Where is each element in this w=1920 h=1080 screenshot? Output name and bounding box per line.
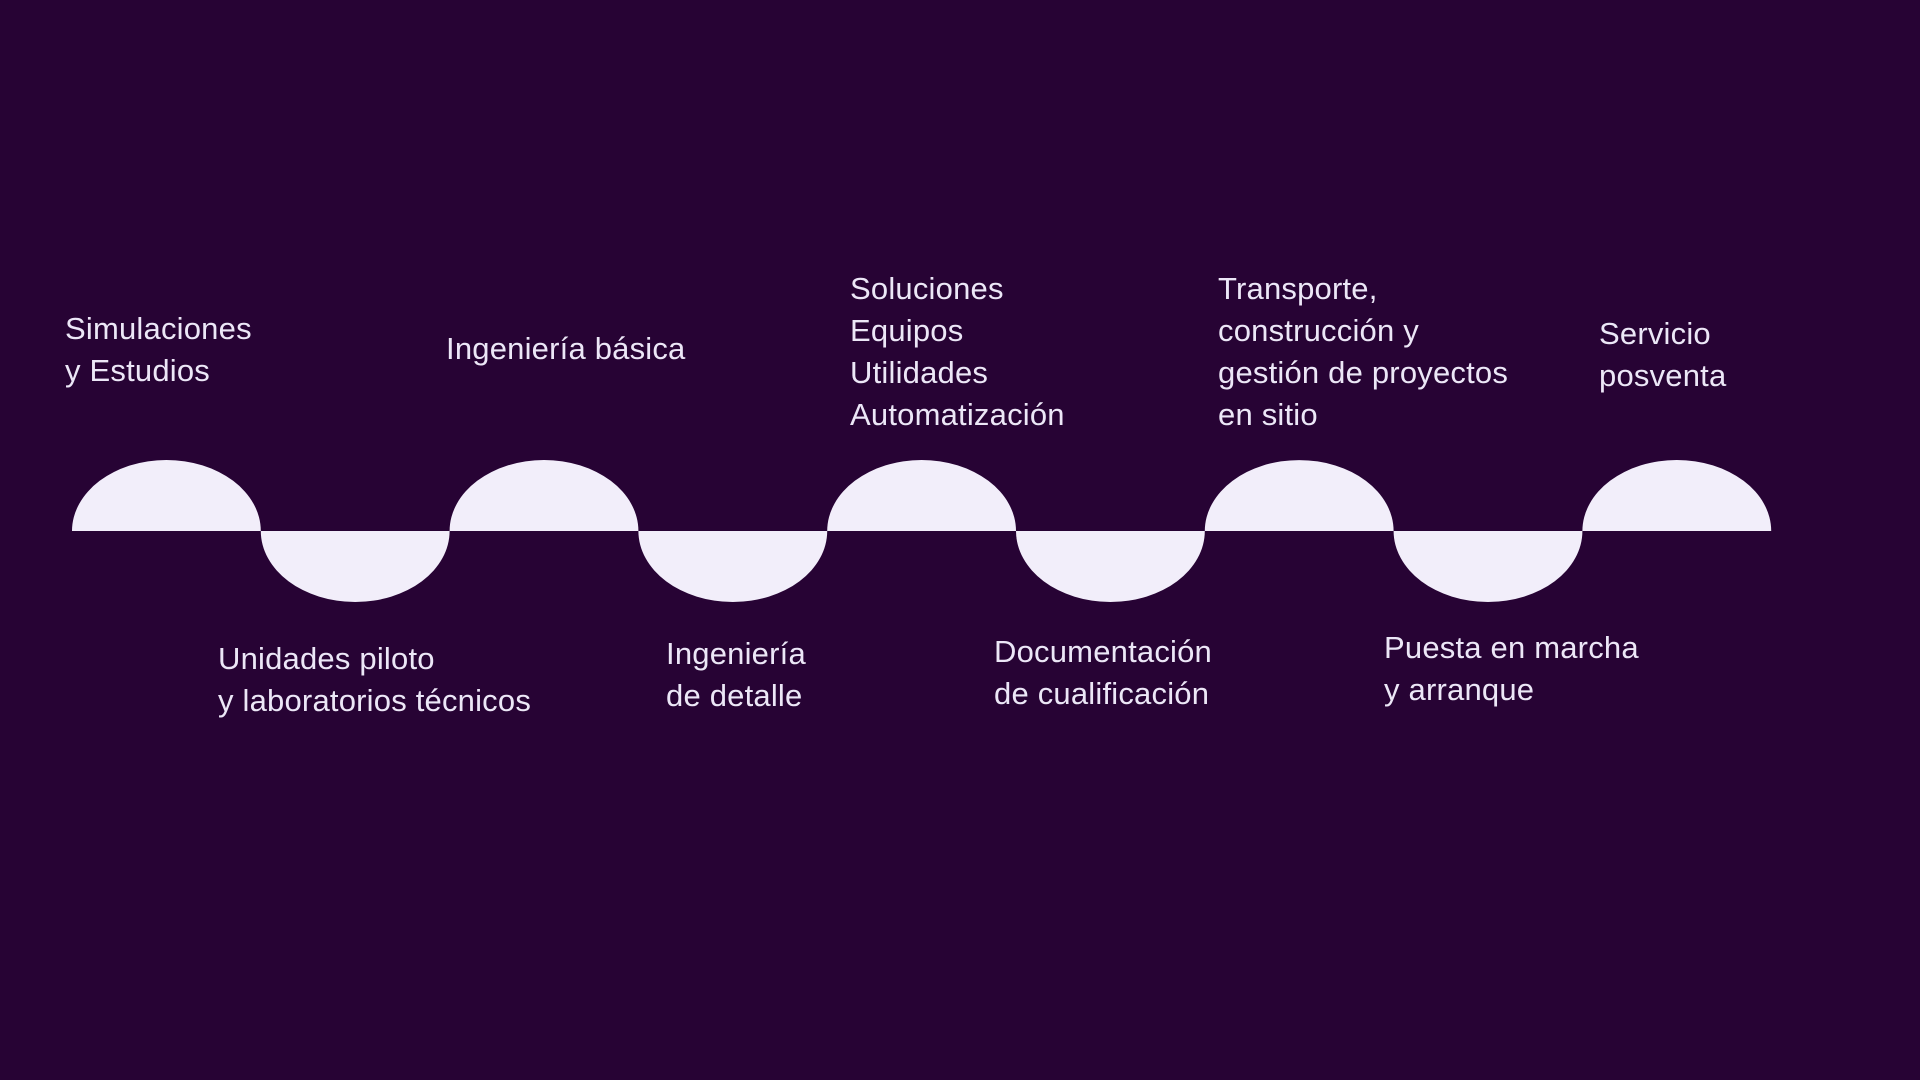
step-label-soluciones-equipos: Soluciones Equipos Utilidades Automatiza… (850, 271, 1065, 432)
step-label-ingenieria-de-detalle: Ingeniería de detalle (666, 636, 806, 713)
wave-path (72, 460, 1772, 603)
step-label-transporte-construccion: Transporte, construcción y gestión de pr… (1218, 271, 1509, 432)
step-label-puesta-en-marcha: Puesta en marcha y arranque (1384, 630, 1639, 707)
step-label-ingenieria-basica: Ingeniería básica (446, 331, 686, 366)
step-label-simulaciones-y-estudios: Simulaciones y Estudios (65, 311, 252, 388)
step-label-unidades-piloto: Unidades piloto y laboratorios técnicos (218, 641, 532, 718)
step-label-servicio-posventa: Servicio posventa (1599, 316, 1727, 393)
step-label-documentacion-cualificacion: Documentación de cualificación (994, 634, 1212, 711)
